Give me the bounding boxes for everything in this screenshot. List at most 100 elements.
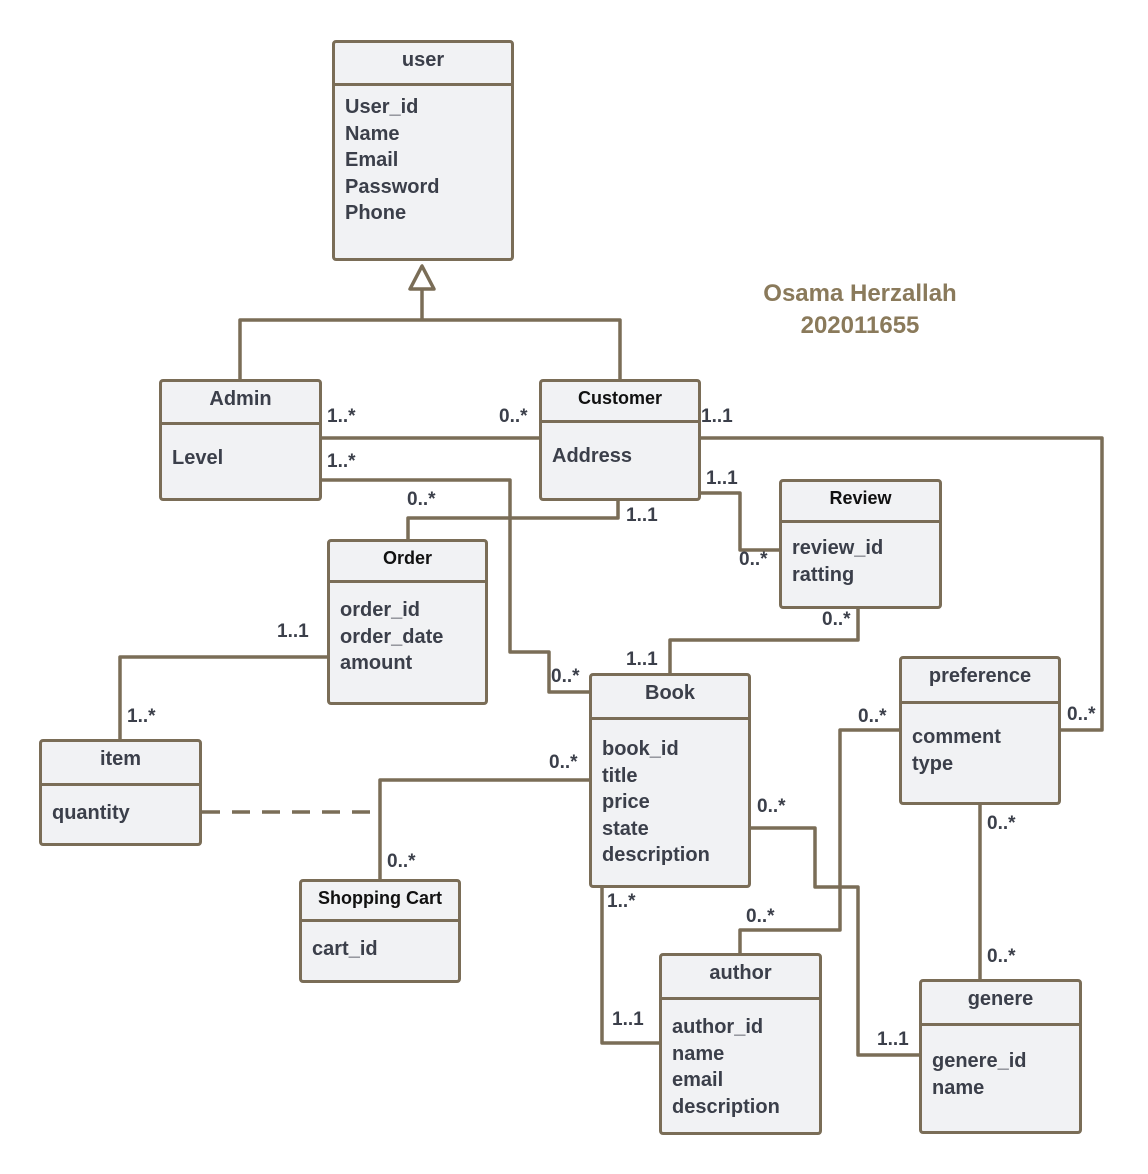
attribute: genere_id [932, 1050, 1027, 1072]
attribute: description [672, 1095, 780, 1118]
attribute: type [912, 752, 954, 775]
customer-review-line [700, 491, 780, 552]
order-item-line [118, 655, 328, 740]
multiplicity-label: 1..* [327, 451, 356, 472]
class-book-attributes: book_id title price state description [592, 720, 748, 869]
multiplicity-label: 1..1 [701, 406, 733, 427]
multiplicity-label: 0..* [987, 813, 1016, 834]
attribute: description [602, 844, 710, 867]
attribute: quantity [52, 802, 130, 824]
class-genere-attributes: genere_id name [922, 1026, 1079, 1101]
customer-order-line [406, 500, 620, 541]
multiplicity-label: 1..1 [626, 649, 658, 670]
class-review-title: Review [782, 482, 939, 523]
class-genere[interactable]: genere genere_id name [919, 979, 1082, 1134]
class-user[interactable]: user User_id Name Email Password Phone [332, 40, 514, 261]
attribute: price [602, 791, 650, 814]
multiplicity-label: 1..* [327, 406, 356, 427]
attribute: review_id [792, 537, 884, 559]
author-note: Osama Herzallah 202011655 [720, 278, 1000, 342]
book-cart-line [378, 778, 590, 880]
class-author-title: author [662, 956, 819, 1000]
multiplicity-label: 0..* [822, 609, 851, 630]
attribute: comment [912, 726, 1001, 748]
book-genere-line [750, 826, 920, 1057]
attribute: User_id [345, 96, 419, 118]
admin-book-line [320, 478, 590, 694]
multiplicity-label: 1..* [127, 706, 156, 727]
review-book-line [668, 608, 860, 675]
generalization-line [238, 318, 622, 380]
attribute: author_id [672, 1016, 764, 1038]
multiplicity-label: 1..1 [706, 468, 738, 489]
class-customer[interactable]: Customer Address [539, 379, 701, 501]
author-name: Osama Herzallah [763, 280, 957, 307]
attribute: email [672, 1069, 724, 1092]
class-review-attributes: review_id ratting [782, 523, 939, 588]
generalization-arrowhead [408, 264, 436, 291]
attribute: cart_id [312, 938, 378, 960]
attribute: order_id [340, 599, 421, 621]
class-customer-title: Customer [542, 382, 698, 423]
class-user-title: user [335, 43, 511, 86]
multiplicity-label: 0..* [499, 406, 528, 427]
attribute: order_date [340, 625, 444, 648]
multiplicity-label: 0..* [387, 851, 416, 872]
attribute: state [602, 817, 649, 840]
class-book-title: Book [592, 676, 748, 720]
attribute: book_id [602, 738, 679, 760]
class-order-title: Order [330, 542, 485, 583]
class-review[interactable]: Review review_id ratting [779, 479, 942, 609]
class-genere-title: genere [922, 982, 1079, 1026]
attribute: Phone [345, 202, 407, 225]
attribute: amount [340, 652, 413, 675]
class-customer-attributes: Address [542, 423, 698, 470]
multiplicity-label: 1..1 [277, 621, 309, 642]
multiplicity-label: 0..* [757, 796, 786, 817]
class-order[interactable]: Order order_id order_date amount [327, 539, 488, 705]
class-preference[interactable]: preference comment type [899, 656, 1061, 805]
multiplicity-label: 1..1 [626, 505, 658, 526]
attribute: Email [345, 149, 399, 172]
multiplicity-label: 0..* [739, 549, 768, 570]
multiplicity-label: 0..* [858, 706, 887, 727]
multiplicity-label: 1..1 [877, 1029, 909, 1050]
class-author[interactable]: author author_id name email description [659, 953, 822, 1135]
class-item-title: item [42, 742, 199, 786]
class-admin[interactable]: Admin Level [159, 379, 322, 501]
multiplicity-label: 0..* [407, 489, 436, 510]
preference-author-line [738, 728, 900, 954]
author-id: 202011655 [800, 312, 920, 339]
multiplicity-label: 0..* [987, 946, 1016, 967]
attribute: ratting [792, 563, 855, 586]
multiplicity-label: 1..1 [612, 1009, 644, 1030]
class-preference-title: preference [902, 659, 1058, 704]
attribute: Password [345, 175, 440, 198]
multiplicity-label: 1..* [607, 891, 636, 912]
multiplicity-label: 0..* [1067, 704, 1096, 725]
attribute: Address [552, 445, 633, 467]
class-user-attributes: User_id Name Email Password Phone [335, 86, 511, 227]
class-preference-attributes: comment type [902, 704, 1058, 777]
class-author-attributes: author_id name email description [662, 1000, 819, 1120]
class-shopping-cart-attributes: cart_id [302, 922, 458, 963]
class-item[interactable]: item quantity [39, 739, 202, 846]
class-admin-title: Admin [162, 382, 319, 425]
customer-preference-line [700, 436, 1104, 732]
attribute: Name [345, 122, 400, 145]
class-order-attributes: order_id order_date amount [330, 583, 485, 677]
attribute: name [932, 1076, 985, 1099]
multiplicity-label: 0..* [746, 906, 775, 927]
class-book[interactable]: Book book_id title price state descripti… [589, 673, 751, 888]
book-author-line [600, 887, 660, 1045]
attribute: Level [172, 447, 224, 469]
attribute: title [602, 764, 638, 787]
class-shopping-cart[interactable]: Shopping Cart cart_id [299, 879, 461, 983]
class-shopping-cart-title: Shopping Cart [302, 882, 458, 922]
multiplicity-label: 0..* [549, 752, 578, 773]
class-admin-attributes: Level [162, 425, 319, 472]
attribute: name [672, 1042, 725, 1065]
multiplicity-label: 0..* [551, 666, 580, 687]
class-item-attributes: quantity [42, 786, 199, 827]
